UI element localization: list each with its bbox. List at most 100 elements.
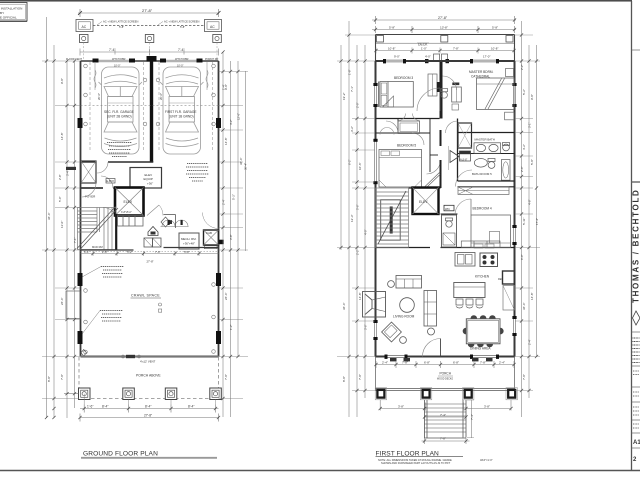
svg-text:KITCHEN: KITCHEN [475,275,490,279]
svg-text:CATHEDRAL: CATHEDRAL [471,74,490,78]
svg-text:4'-8": 4'-8" [528,199,532,205]
svg-text:SHOWN AND FURNISHED PART LAYOU: SHOWN AND FURNISHED PART LAYOUTS AS-IS T… [381,461,451,465]
svg-text:10'-6": 10'-6" [358,162,362,170]
svg-text:+36": +36" [147,182,153,186]
svg-text:9'-8": 9'-8" [60,78,64,84]
svg-text:36'-4": 36'-4" [239,157,243,165]
svg-text:5'-0": 5'-0" [58,196,62,202]
svg-text:19'-2": 19'-2" [342,92,346,100]
svg-text:+36"+48": +36"+48" [183,242,195,246]
svg-text:5'-8": 5'-8" [492,26,498,30]
svg-text:3'-6": 3'-6" [364,324,368,330]
svg-text:8'-4": 8'-4" [188,405,194,409]
svg-text:27'-8": 27'-8" [142,8,153,13]
svg-text:14'-8": 14'-8" [60,132,64,140]
svg-text:17'-0": 17'-0" [483,55,490,59]
svg-text:7'-1": 7'-1" [350,86,354,92]
svg-text:5'-8": 5'-8" [184,250,190,254]
svg-text:(UNIT 1B GRND): (UNIT 1B GRND) [169,115,194,119]
svg-text:14'-8": 14'-8" [530,292,534,300]
svg-text:4'-0": 4'-0" [425,55,431,59]
svg-text:2'-8": 2'-8" [58,174,62,180]
svg-text:8'-8": 8'-8" [47,376,51,382]
svg-text:30'-4": 30'-4" [244,163,248,170]
svg-text:7'-1": 7'-1" [73,237,77,243]
svg-text:MECH. RM.: MECH. RM. [181,237,197,241]
svg-text:2'-4": 2'-4" [382,361,388,365]
svg-text:TED BY: TED BY [0,11,4,15]
svg-text:FLOOD VENT: FLOOD VENT [66,58,82,61]
svg-text:12'-3": 12'-3" [350,214,354,222]
svg-text:3'-8"x5'-0": 3'-8"x5'-0" [121,211,132,214]
svg-text:PORCH: PORCH [440,372,452,376]
svg-text:7'-4": 7'-4" [470,414,474,420]
svg-text:6'-8": 6'-8" [424,361,430,365]
svg-text:12'-6": 12'-6" [237,113,241,120]
svg-text:7'-8": 7'-8" [440,437,446,441]
svg-text:A1: A1 [633,440,640,446]
svg-text:6'-0": 6'-0" [520,254,524,260]
svg-text:3'-8": 3'-8" [398,405,404,409]
svg-text:4'-2": 4'-2" [522,144,526,150]
svg-text:4'-0": 4'-0" [364,229,368,235]
svg-text:4'x3'-8": 4'x3'-8" [460,158,468,161]
svg-text:36'-4": 36'-4" [342,302,346,310]
svg-text:3'-4": 3'-4" [66,170,70,176]
svg-text:REF: REF [498,278,503,281]
svg-text:10'-0": 10'-0" [177,65,183,68]
svg-text:2'-4": 2'-4" [222,199,226,205]
svg-text:FIRST FLR. GARAGE: FIRST FLR. GARAGE [165,110,196,114]
svg-text:20'-0": 20'-0" [97,93,101,100]
svg-text:PORCH DR: PORCH DR [205,58,219,61]
svg-text:26'-4": 26'-4" [60,297,64,305]
svg-text:7'-8": 7'-8" [453,47,459,51]
svg-text:MASTER BDRM.: MASTER BDRM. [469,70,494,74]
svg-text:10'-0": 10'-0" [114,65,120,68]
svg-text:1'-6": 1'-6" [87,405,93,409]
svg-text:BATH ROOM 5: BATH ROOM 5 [472,172,492,176]
svg-text:PORCH ABOVE: PORCH ABOVE [136,374,161,378]
svg-text:LIVING ROOM: LIVING ROOM [393,315,415,319]
svg-text:7'-8": 7'-8" [480,361,486,365]
svg-text:20'-0": 20'-0" [159,93,163,100]
svg-text:4'x12' VENT: 4'x12' VENT [140,360,156,364]
svg-text:5'-8": 5'-8" [530,159,534,165]
svg-text:7'-6": 7'-6" [155,250,161,254]
svg-text:3'-2": 3'-2" [350,126,354,132]
svg-text:6'-8": 6'-8" [453,361,459,365]
svg-text:36'-4": 36'-4" [47,212,51,220]
svg-text:7'-8": 7'-8" [60,374,64,380]
svg-text:5'-8": 5'-8" [180,25,185,29]
svg-text:DECK: DECK [418,43,428,47]
svg-text:AC + NEW LATTICE SCREEN: AC + NEW LATTICE SCREEN [164,20,199,24]
svg-text:BEDROOM 4: BEDROOM 4 [473,207,492,211]
svg-text:8'-8": 8'-8" [342,376,346,382]
svg-text:3/16"=1'-0": 3/16"=1'-0" [480,458,493,462]
svg-text:8'-4": 8'-4" [102,405,108,409]
svg-text:9'-8": 9'-8" [224,84,228,90]
svg-text:1'-0": 1'-0" [421,47,427,51]
svg-text:BEDROOM 5: BEDROOM 5 [397,144,416,148]
svg-text:7'-4": 7'-4" [109,48,115,52]
svg-text:2: 2 [633,457,637,463]
svg-text:7'-4": 7'-4" [178,48,184,52]
svg-text:5'-2": 5'-2" [522,89,526,95]
svg-text:14'-8": 14'-8" [224,137,228,145]
svg-text:14'-8": 14'-8" [358,292,362,300]
svg-text:2'-8": 2'-8" [102,250,108,254]
svg-text:MASTER BATH: MASTER BATH [475,138,495,142]
svg-text:FOYER: FOYER [85,195,96,199]
svg-text:9'-0": 9'-0" [394,55,400,59]
svg-text:6'-2": 6'-2" [348,159,352,165]
svg-text:10'-8": 10'-8" [388,47,395,51]
svg-text:SEC. FLR. GARAGE: SEC. FLR. GARAGE [104,110,134,114]
svg-text:ELEV: ELEV [124,200,133,204]
svg-text:3'-8": 3'-8" [484,405,490,409]
svg-text:GROUND FLOOR PLAN: GROUND FLOOR PLAN [83,451,158,458]
svg-text:8'-4": 8'-4" [145,405,151,409]
svg-text:26'-4": 26'-4" [224,292,228,300]
svg-text:2'-2": 2'-2" [356,249,360,255]
svg-text:6'-1": 6'-1" [84,250,90,254]
svg-text:2'-4": 2'-4" [528,339,532,345]
svg-text:36'-4": 36'-4" [522,302,526,310]
